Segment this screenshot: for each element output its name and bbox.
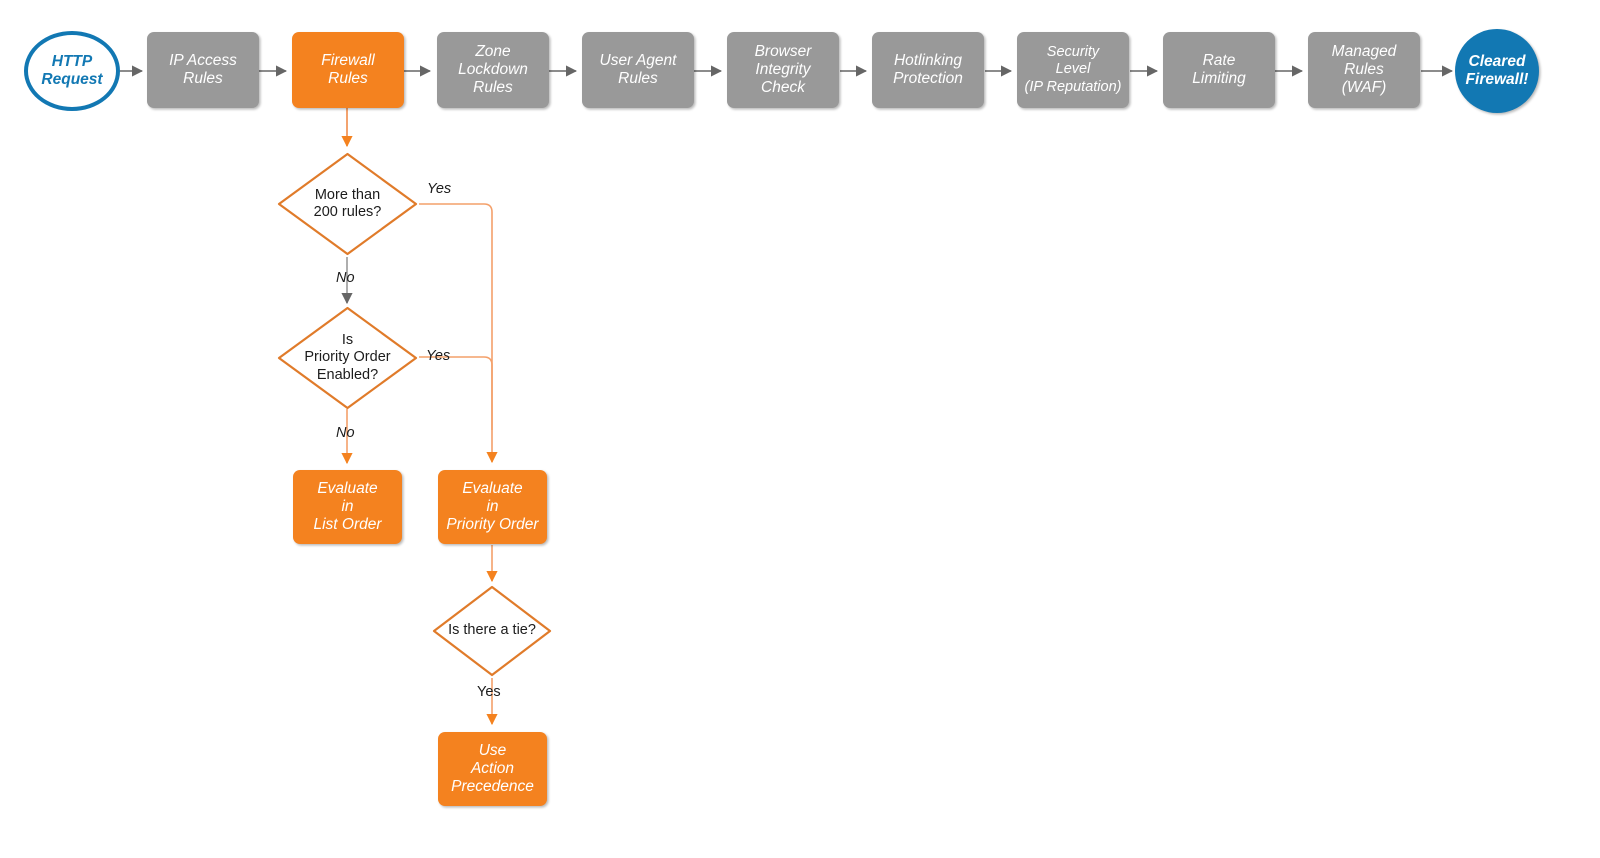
node-http-request-label: HTTP Request	[41, 52, 103, 88]
edge-label-tie-yes: Yes	[477, 684, 501, 700]
decision-more-than-200-rules[interactable]: More than 200 rules?	[277, 152, 418, 256]
node-evaluate-in-list-order-label: Evaluate in List Order	[313, 479, 382, 534]
node-http-request[interactable]: HTTP Request	[24, 31, 120, 111]
node-browser-integrity-check[interactable]: Browser Integrity Check	[727, 32, 839, 108]
node-evaluate-in-priority-order-label: Evaluate in Priority Order	[446, 479, 539, 534]
node-evaluate-in-list-order[interactable]: Evaluate in List Order	[293, 470, 402, 544]
decision-is-priority-order-enabled-label: Is Priority Order Enabled?	[304, 331, 391, 383]
node-firewall-rules-label: Firewall Rules	[321, 51, 375, 87]
node-zone-lockdown-rules-label: Zone Lockdown Rules	[458, 42, 528, 97]
edge-more-than-200-yes	[419, 203, 498, 464]
edge-label-priority-order-no: No	[336, 425, 355, 441]
node-user-agent-rules-label: User Agent Rules	[599, 51, 677, 87]
diamond-shape	[277, 152, 418, 256]
decision-is-there-a-tie-label: Is there a tie?	[448, 622, 536, 639]
node-security-level-label: Security Level (IP Reputation)	[1024, 44, 1122, 95]
diamond-shape	[277, 306, 418, 410]
node-use-action-precedence-label: Use Action Precedence	[451, 741, 534, 796]
node-hotlinking-protection-label: Hotlinking Protection	[893, 51, 963, 87]
node-cleared-firewall[interactable]: Cleared Firewall!	[1455, 29, 1539, 113]
node-rate-limiting-label: Rate Limiting	[1192, 51, 1246, 87]
node-firewall-rules[interactable]: Firewall Rules	[292, 32, 404, 108]
node-managed-rules-waf[interactable]: Managed Rules (WAF)	[1308, 32, 1420, 108]
node-ip-access-rules-label: IP Access Rules	[169, 51, 237, 87]
edge-label-more-than-200-no: No	[336, 270, 355, 286]
node-zone-lockdown-rules[interactable]: Zone Lockdown Rules	[437, 32, 549, 108]
node-ip-access-rules[interactable]: IP Access Rules	[147, 32, 259, 108]
node-hotlinking-protection[interactable]: Hotlinking Protection	[872, 32, 984, 108]
node-user-agent-rules[interactable]: User Agent Rules	[582, 32, 694, 108]
node-security-level[interactable]: Security Level (IP Reputation)	[1017, 32, 1129, 108]
decision-more-than-200-rules-label: More than 200 rules?	[313, 186, 382, 220]
node-browser-integrity-check-label: Browser Integrity Check	[754, 42, 812, 97]
node-rate-limiting[interactable]: Rate Limiting	[1163, 32, 1275, 108]
node-evaluate-in-priority-order[interactable]: Evaluate in Priority Order	[438, 470, 547, 544]
edge-label-priority-order-yes: Yes	[426, 348, 451, 364]
edge-label-more-than-200-yes: Yes	[427, 181, 452, 197]
decision-is-priority-order-enabled[interactable]: Is Priority Order Enabled?	[277, 306, 418, 410]
node-use-action-precedence[interactable]: Use Action Precedence	[438, 732, 547, 806]
diamond-shape	[432, 585, 552, 677]
decision-is-there-a-tie[interactable]: Is there a tie?	[432, 585, 552, 677]
node-cleared-firewall-label: Cleared Firewall!	[1465, 52, 1529, 88]
node-managed-rules-waf-label: Managed Rules (WAF)	[1331, 42, 1397, 97]
edge-priority-order-yes	[419, 356, 493, 430]
